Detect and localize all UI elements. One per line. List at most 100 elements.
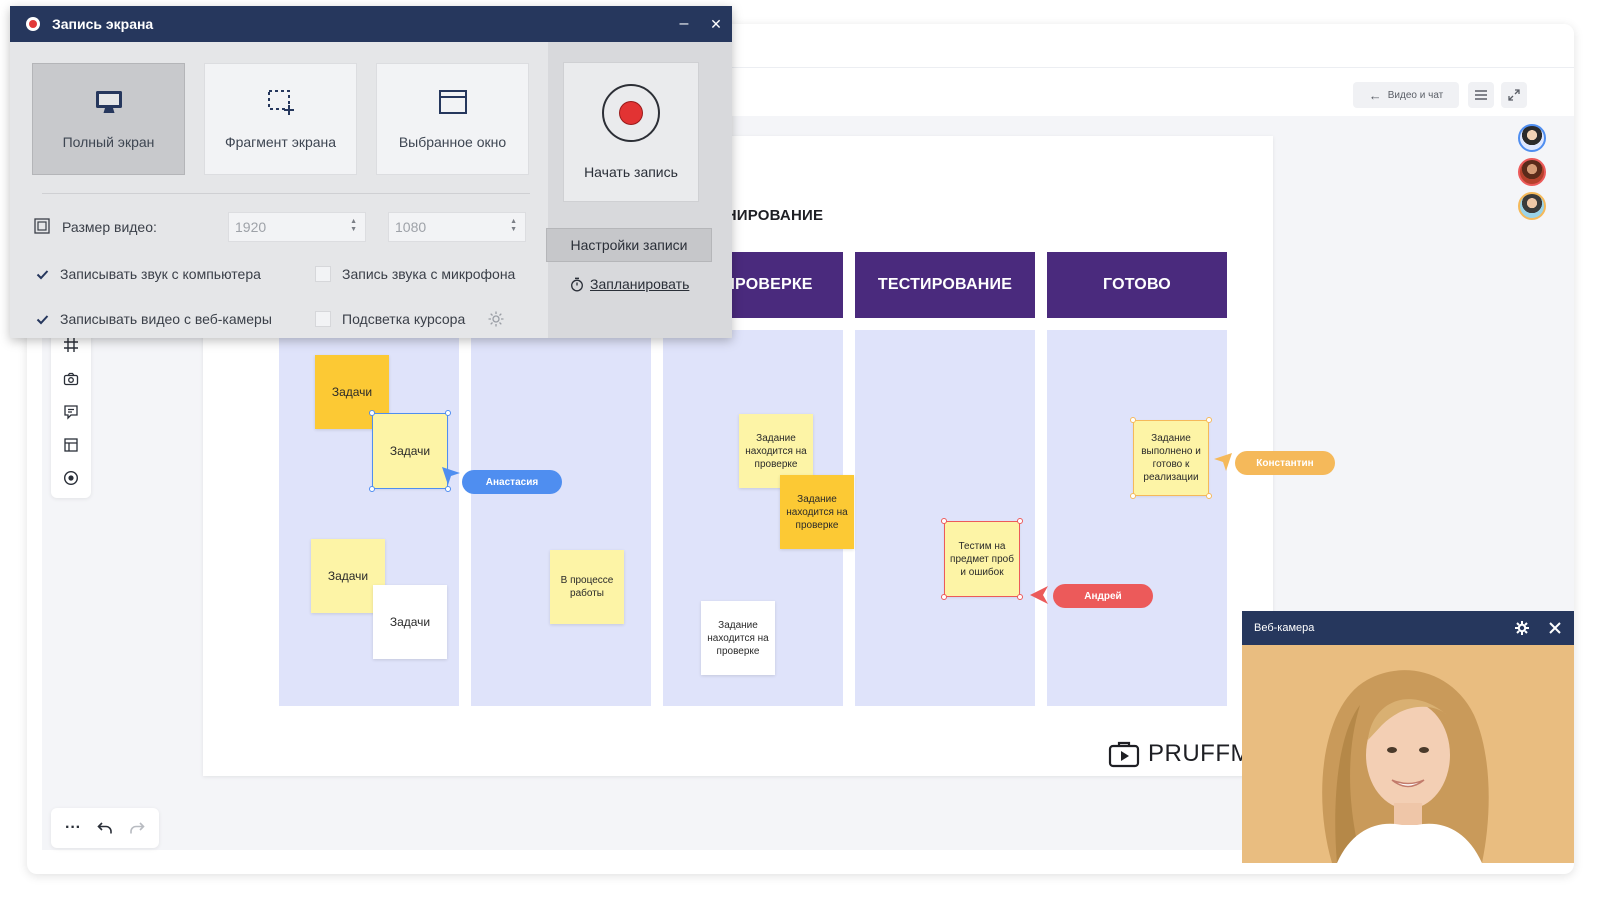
sticky-note-selected[interactable]: Задание выполнено и готово к реализации [1134, 421, 1208, 495]
checkmark-icon [36, 269, 48, 279]
more-button[interactable]: ··· [65, 819, 81, 836]
sticky-note[interactable]: Задание находится на проверке [780, 475, 854, 549]
mode-fragment-label: Фрагмент экрана [224, 134, 337, 150]
sticky-note-text: Задачи [331, 384, 373, 399]
frame-tool-button[interactable] [59, 333, 83, 357]
record-tool-button[interactable] [59, 466, 83, 490]
board-column-4[interactable] [855, 330, 1035, 706]
spinner-arrows-icon[interactable]: ▲▼ [350, 218, 357, 233]
mode-window-button[interactable]: Выбранное окно [376, 63, 529, 175]
sticky-note[interactable]: Задачи [311, 539, 385, 613]
region-select-icon [267, 90, 294, 115]
schedule-link[interactable]: Запланировать [570, 276, 689, 292]
close-button[interactable]: ✕ [704, 12, 728, 36]
participant-avatar[interactable] [1518, 124, 1546, 152]
webcam-header[interactable]: Веб-камера [1242, 611, 1574, 645]
record-settings-label: Настройки записи [570, 237, 688, 253]
frame-icon [64, 338, 78, 352]
mode-fragment-button[interactable]: Фрагмент экрана [204, 63, 357, 175]
tool-panel [51, 320, 91, 498]
stopwatch-icon [571, 277, 583, 291]
mode-fullscreen-button[interactable]: Полный экран [32, 63, 185, 175]
pruffme-logo-icon [1108, 741, 1140, 768]
cursor-settings-gear-icon[interactable] [487, 310, 505, 328]
recorder-title: Запись экрана [52, 16, 154, 32]
monitor-icon [95, 91, 122, 113]
webcam-panel[interactable]: Веб-камера [1242, 611, 1574, 863]
video-height-input[interactable]: 1080 ▲▼ [388, 212, 526, 242]
webcam-video-feed [1242, 645, 1574, 863]
cursor-konstantin-icon [1214, 453, 1232, 471]
menu-icon [1475, 90, 1487, 100]
checkmark-icon [36, 314, 48, 324]
video-chat-button[interactable]: ← Видео и чат [1353, 82, 1459, 108]
board-column-2[interactable] [471, 330, 651, 706]
recorder-titlebar[interactable]: Запись экрана – ✕ [10, 6, 732, 42]
cursor-highlight-checkbox[interactable] [315, 311, 331, 327]
template-tool-button[interactable] [59, 433, 83, 457]
sticky-note[interactable]: Задачи [373, 585, 447, 659]
cursor-highlight-label[interactable]: Подсветка курсора [342, 311, 466, 327]
cursor-label-andrey: Андрей [1053, 584, 1153, 608]
webcam-video-label[interactable]: Записывать видео с веб-камеры [60, 311, 272, 327]
sticky-note-text: Задание находится на проверке [786, 493, 848, 531]
board-title: ЛАНИРОВАНИЕ [704, 207, 824, 224]
expand-icon [1508, 89, 1520, 101]
spinner-arrows-icon[interactable]: ▲▼ [510, 218, 517, 233]
webcam-title: Веб-камера [1254, 622, 1315, 634]
minimize-button[interactable]: – [672, 12, 696, 36]
mode-window-label: Выбранное окно [398, 134, 507, 150]
column-header-review-label: ПРОВЕРКЕ [723, 276, 813, 293]
record-icon [63, 470, 79, 486]
participant-avatar[interactable] [1518, 192, 1546, 220]
menu-button[interactable] [1468, 82, 1494, 108]
mic-audio-label[interactable]: Запись звука с микрофона [342, 266, 516, 282]
comment-icon [64, 405, 78, 420]
participant-avatar[interactable] [1518, 158, 1546, 186]
arrow-left-icon: ← [1368, 87, 1382, 103]
sticky-note-text: Задачи [389, 443, 431, 458]
sticky-note-selected[interactable]: Задачи [373, 414, 447, 488]
video-size-icon [34, 218, 50, 234]
sticky-note-text: Задание находится на проверке [745, 432, 807, 470]
redo-icon[interactable] [129, 821, 145, 835]
camera-icon [63, 372, 79, 386]
mic-audio-checkbox[interactable] [315, 266, 331, 282]
column-header-testing[interactable]: ТЕСТИРОВАНИЕ [855, 252, 1035, 318]
webcam-close-icon[interactable] [1548, 621, 1562, 635]
board-column-5[interactable] [1047, 330, 1227, 706]
record-settings-button[interactable]: Настройки записи [546, 228, 712, 262]
layout-icon [64, 438, 78, 452]
column-header-done-label: ГОТОВО [1103, 276, 1171, 293]
video-height-value: 1080 [395, 219, 427, 235]
sticky-note-text: Задачи [389, 614, 431, 629]
column-header-done[interactable]: ГОТОВО [1047, 252, 1227, 318]
start-recording-button[interactable]: Начать запись [563, 62, 699, 202]
close-icon: ✕ [710, 15, 722, 32]
cursor-label-text: Андрей [1084, 590, 1122, 602]
video-chat-label: Видео и чат [1387, 89, 1444, 101]
video-width-input[interactable]: 1920 ▲▼ [228, 212, 366, 242]
record-circle-icon [602, 84, 660, 142]
webcam-settings-gear-icon[interactable] [1514, 620, 1530, 636]
fullscreen-button[interactable] [1501, 82, 1527, 108]
computer-audio-label[interactable]: Записывать звук с компьютера [60, 266, 261, 282]
sticky-note[interactable]: Задание находится на проверке [701, 601, 775, 675]
sticky-note[interactable]: В процессе работы [550, 550, 624, 624]
undo-icon[interactable] [97, 821, 113, 835]
cursor-label-anastasia: Анастасия [462, 470, 562, 494]
computer-audio-checkbox[interactable] [34, 266, 50, 282]
cursor-label-text: Анастасия [485, 476, 539, 488]
webcam-video-checkbox[interactable] [34, 311, 50, 327]
sticky-note-text: Тестим на предмет проб и ошибок [950, 540, 1014, 578]
camera-tool-button[interactable] [59, 367, 83, 391]
video-width-value: 1920 [235, 219, 267, 235]
comment-tool-button[interactable] [59, 400, 83, 424]
bottom-toolbar: ··· [51, 808, 159, 848]
recording-dot-icon [26, 17, 40, 31]
minimize-icon: – [679, 15, 689, 32]
sticky-note-text: Задание находится на проверке [707, 619, 769, 657]
sticky-note-selected[interactable]: Тестим на предмет проб и ошибок [945, 522, 1019, 596]
cursor-anastasia-icon [442, 467, 460, 485]
